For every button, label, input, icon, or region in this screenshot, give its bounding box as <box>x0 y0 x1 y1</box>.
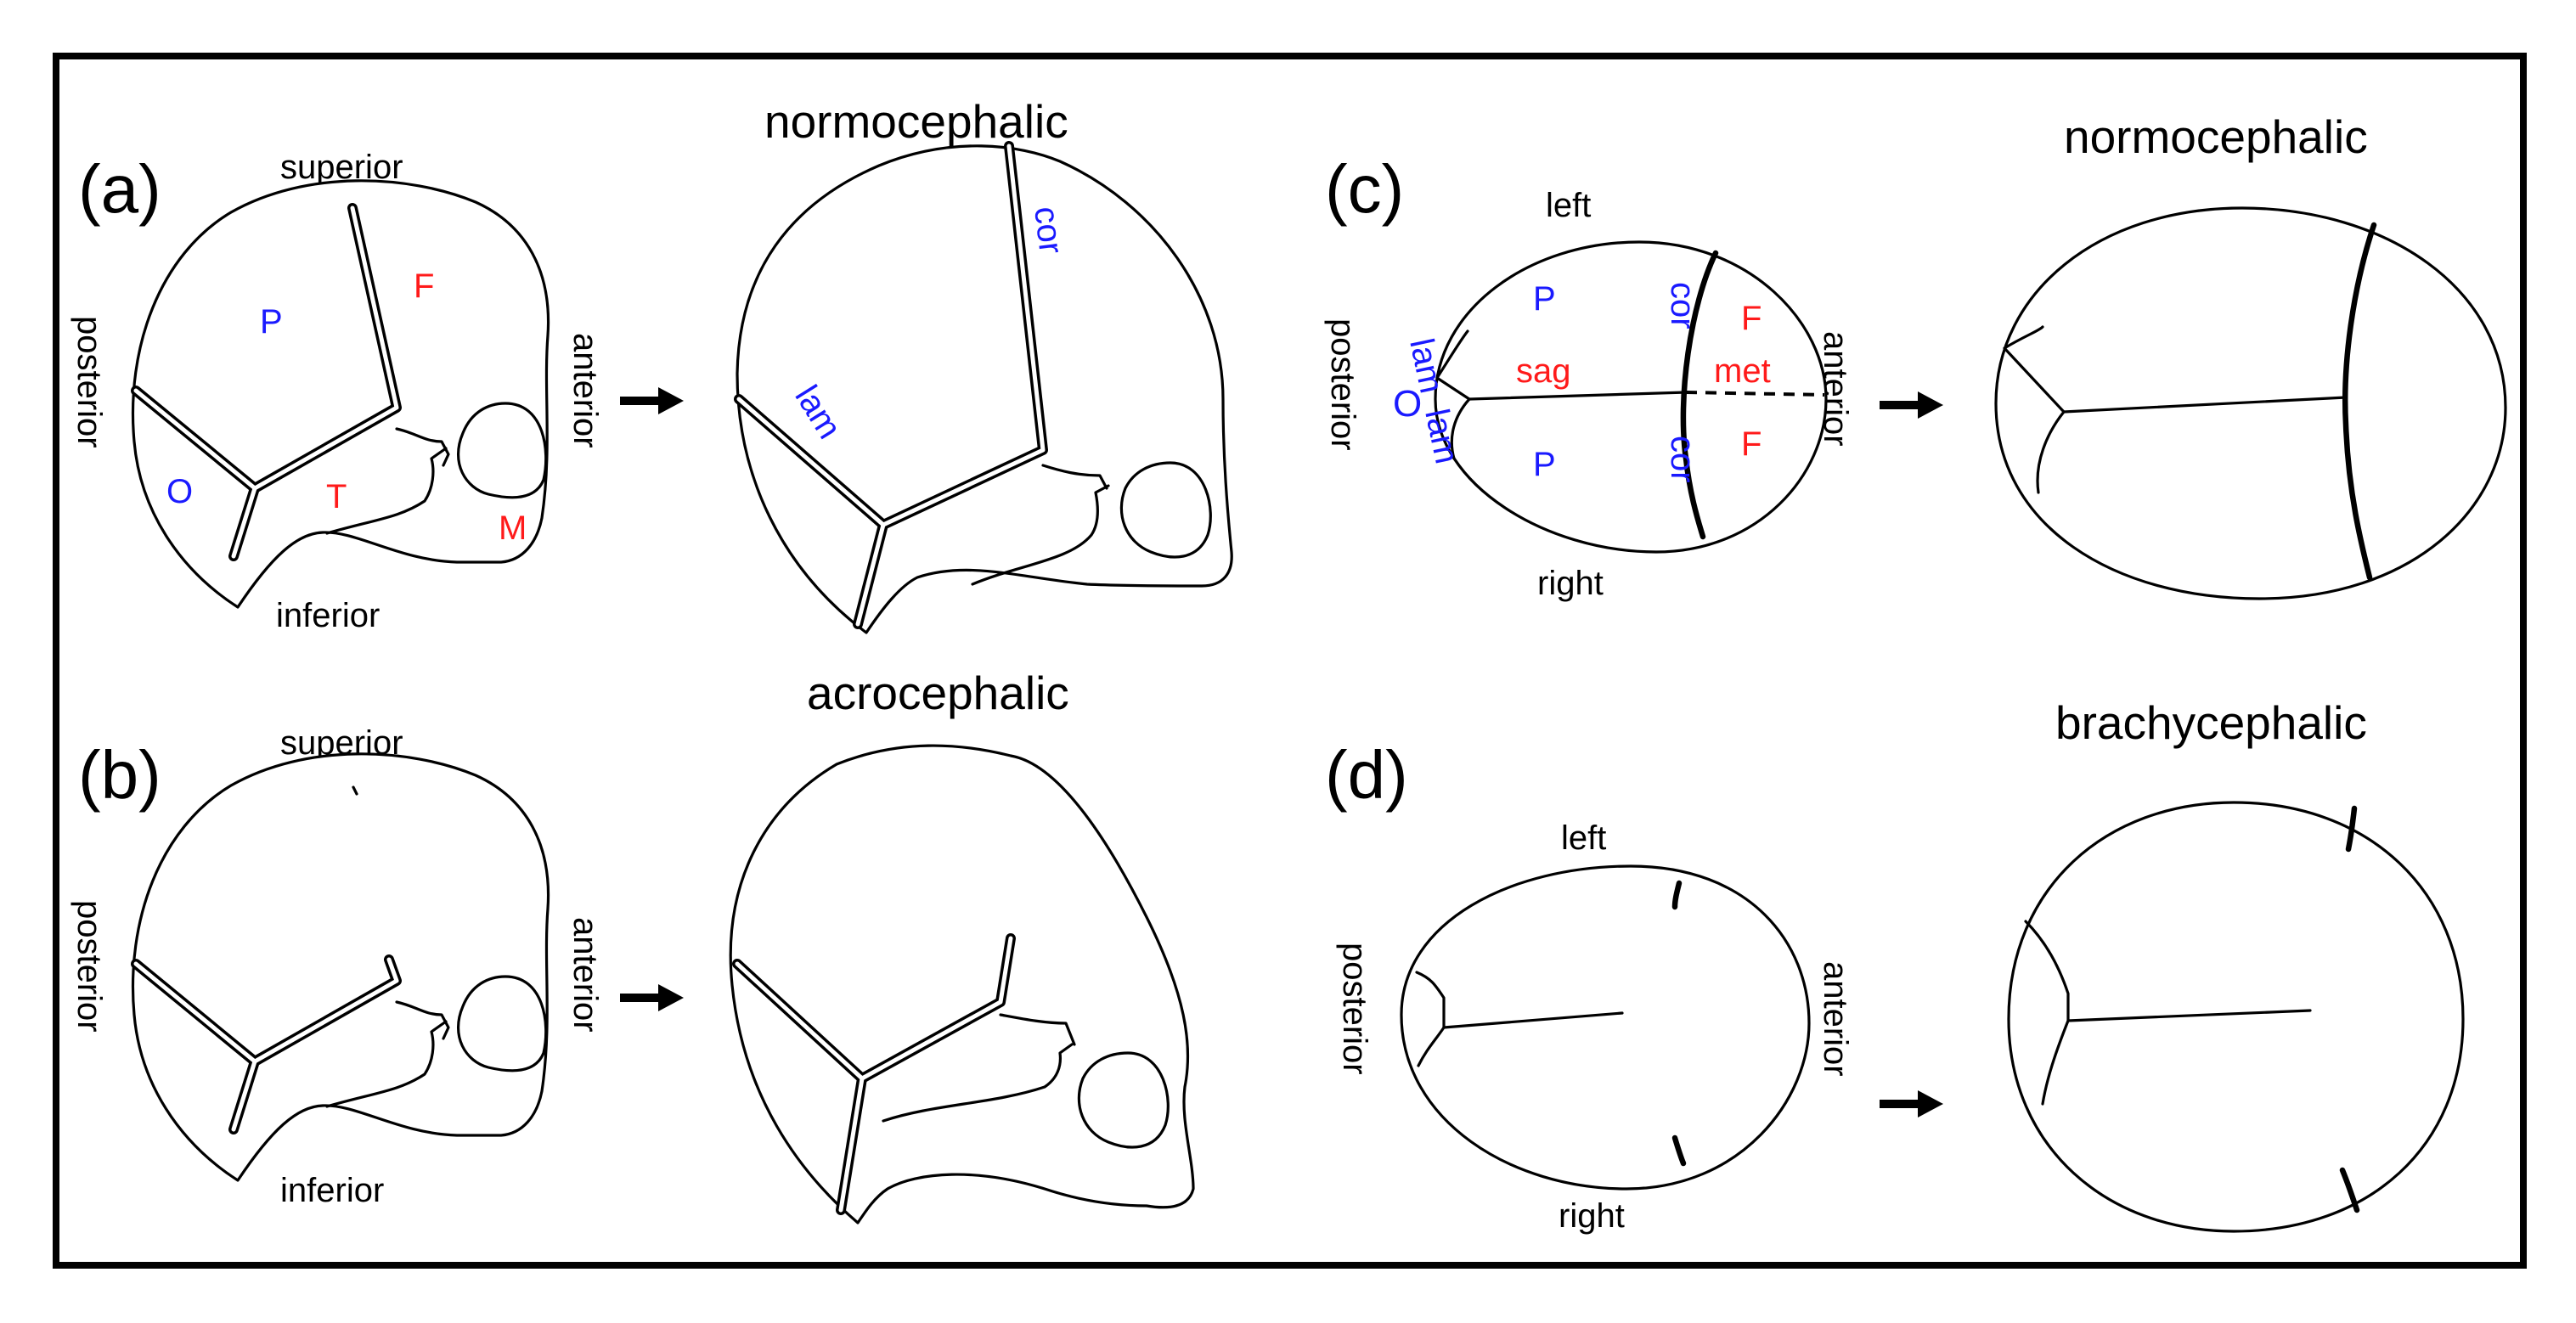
panel-d-small-skull-outline <box>1400 864 1811 1191</box>
panel-d: (d) left right posterior anterior brachy… <box>1325 696 2465 1235</box>
panel-d-small-coronal-stub-bottom <box>1671 1134 1687 1167</box>
panel-b-label: (b) <box>78 737 161 813</box>
panel-d-small-lambdoid-suture <box>1415 971 1446 1067</box>
panel-b: (b) superior inferior posterior anterior… <box>70 667 1195 1224</box>
panel-b-small-sutures <box>131 954 402 1134</box>
panel-d-small-sagittal-suture <box>1442 1011 1624 1029</box>
panel-a-bone-O: O <box>166 473 193 510</box>
panel-a-bone-F: F <box>414 267 434 305</box>
panel-a-anterior-label: anterior <box>566 333 604 448</box>
right-arrow-icon <box>1918 391 1943 419</box>
panel-a-large-squamosal-suture <box>1041 464 1108 490</box>
panel-d-large-coronal-stub-top <box>2345 805 2358 853</box>
panel-a-large-cheek-line <box>971 484 1110 586</box>
panel-b-small-squamosal-suture <box>395 1000 450 1040</box>
panel-c-small-lambdoid-suture <box>1435 329 1471 460</box>
panel-a-bone-T: T <box>326 478 347 515</box>
panel-b-large-orbit <box>1077 1051 1170 1149</box>
panel-d-small-coronal-stub-top <box>1671 880 1683 910</box>
panel-b-inferior-label: inferior <box>280 1172 384 1209</box>
panel-a-small-cheek-line <box>325 447 448 535</box>
panel-d-title: brachycephalic <box>2055 696 2367 749</box>
panel-a-superior-label: superior <box>280 149 403 186</box>
panel-b-large-skull-outline <box>729 744 1195 1224</box>
panel-b-anterior-label: anterior <box>566 917 604 1033</box>
panel-c-bone-P-bottom: P <box>1533 446 1556 483</box>
panel-d-large-lambdoid-suture <box>2024 920 2070 1106</box>
panel-c-bone-F-bottom: F <box>1741 425 1761 463</box>
panel-d-label: (d) <box>1325 737 1408 813</box>
panel-b-large-sutures <box>732 933 1016 1215</box>
panel-c-suture-cor-bottom: cor <box>1664 436 1701 483</box>
panel-c-bone-F-top: F <box>1741 300 1761 337</box>
figure-border <box>53 53 2527 1269</box>
panel-c-large-sagittal-suture <box>2062 396 2348 414</box>
panel-c-arrow <box>1880 391 1943 419</box>
panel-d-right-label: right <box>1559 1197 1625 1235</box>
panel-c-title: normocephalic <box>2064 110 2368 163</box>
right-arrow-icon <box>658 387 684 414</box>
panel-c-large-lambdoid-suture <box>2003 325 2066 494</box>
panel-a-title: normocephalic <box>764 95 1068 148</box>
panel-c-suture-cor-top: cor <box>1664 282 1701 329</box>
panel-c-bone-O: O <box>1393 383 1422 425</box>
panel-d-anterior-label: anterior <box>1817 961 1854 1077</box>
right-arrow-icon <box>1918 1090 1943 1118</box>
panel-a-inferior-label: inferior <box>276 597 380 634</box>
panel-b-small-cheek-line <box>325 1020 448 1108</box>
panel-b-large-cheek-line <box>882 1043 1074 1123</box>
panel-b-title: acrocephalic <box>807 667 1069 719</box>
panel-d-posterior-label: posterior <box>1336 943 1373 1075</box>
panel-a-bone-M: M <box>499 509 527 547</box>
panel-b-large-squamosal-suture <box>999 1013 1076 1046</box>
panel-a-small-skull-outline <box>131 179 550 609</box>
right-arrow-icon <box>658 984 684 1011</box>
panel-a-small-squamosal-suture <box>395 427 450 467</box>
panel-b-small-orbit <box>457 975 548 1072</box>
panel-b-posterior-label: posterior <box>70 900 108 1033</box>
panel-c-left-label: left <box>1546 187 1591 224</box>
panel-d-large-skull-outline <box>2007 801 2465 1233</box>
panel-c-small-sagittal-suture <box>1468 391 1688 401</box>
panel-c-posterior-label: posterior <box>1324 318 1361 451</box>
panel-c-small-coronal-suture <box>1680 250 1719 540</box>
panel-a-large-orbit <box>1119 461 1212 559</box>
panel-c-label: (c) <box>1325 151 1404 227</box>
panel-b-small-skull-outline <box>131 752 550 1182</box>
panel-d-left-label: left <box>1561 819 1606 857</box>
panel-c-suture-met: met <box>1714 352 1771 390</box>
panel-d-large-coronal-stub-bottom <box>2339 1167 2360 1213</box>
panel-c-right-label: right <box>1537 565 1604 602</box>
panel-a-posterior-label: posterior <box>70 316 108 448</box>
panel-d-arrow <box>1880 1090 1943 1118</box>
panel-a-small-sutures <box>131 203 402 561</box>
panel-a-small-orbit <box>457 402 548 499</box>
panel-c-small-metopic-suture <box>1685 391 1825 397</box>
panel-d-large-sagittal-suture <box>2066 1009 2312 1022</box>
panel-a-arrow <box>620 387 684 414</box>
panel-c-bone-P-top: P <box>1533 280 1556 318</box>
panel-b-small-suture-stub <box>352 785 358 796</box>
panel-a-bone-P: P <box>260 303 283 341</box>
panel-a-suture-cor: cor <box>1027 205 1069 256</box>
panel-c-suture-sag: sag <box>1516 352 1571 390</box>
panel-a-label: (a) <box>78 151 161 227</box>
panel-a-large-sutures <box>734 141 1048 629</box>
panel-c-small-skull-outline <box>1434 240 1828 554</box>
panel-c-large-coronal-suture <box>2342 222 2377 581</box>
panel-b-arrow <box>620 984 684 1011</box>
panel-a: (a) superior inferior posterior anterior… <box>70 95 1233 634</box>
panel-c: (c) left right posterior anterior P P F … <box>1324 110 2507 602</box>
